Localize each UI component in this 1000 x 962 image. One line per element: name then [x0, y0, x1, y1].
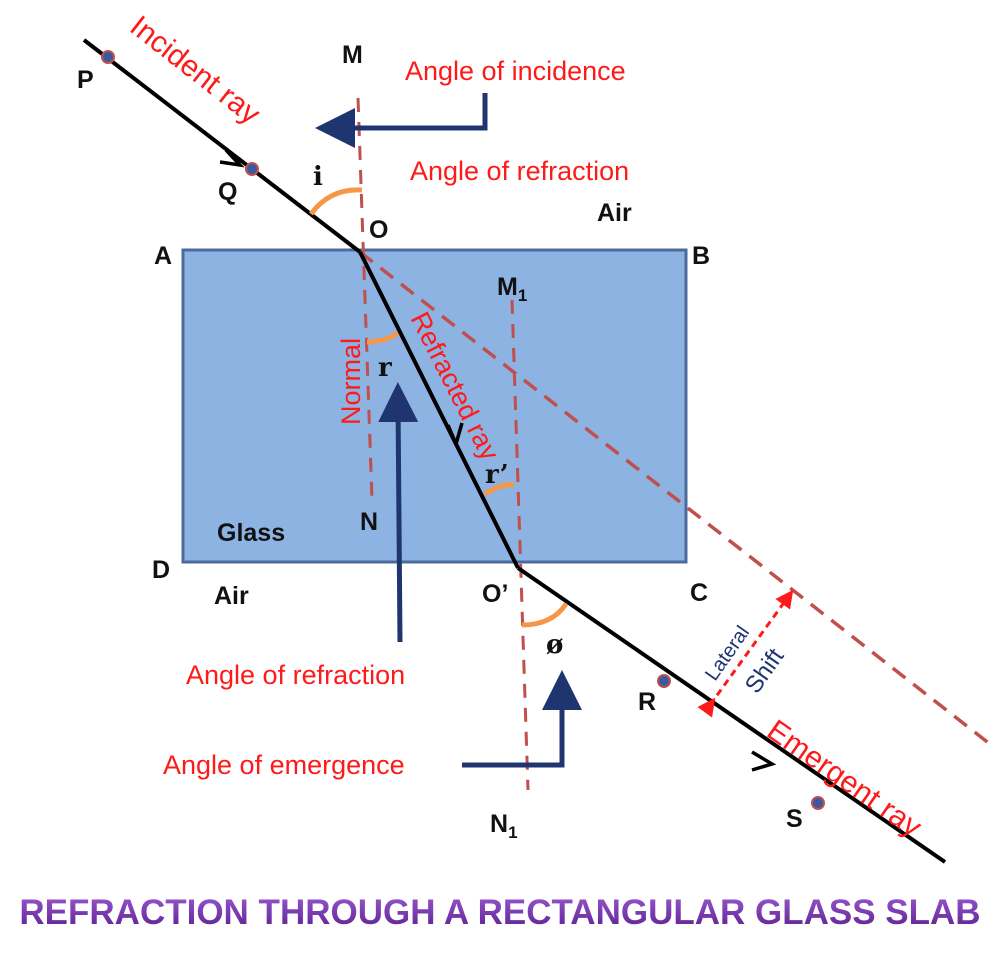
incident-ray: [82, 38, 362, 254]
label-N: N: [360, 508, 378, 536]
normal-line-MN: [356, 97, 374, 501]
point-S-dot: [811, 796, 825, 810]
label-N1: N1: [490, 810, 518, 842]
label-D: D: [152, 556, 170, 584]
incident-ray-label: Incident ray: [124, 10, 267, 131]
angle-r-prime-arc: [483, 482, 515, 497]
normal-label: Normal: [336, 338, 366, 425]
medium-air-top: Air: [597, 199, 632, 227]
label-O-prime: O’: [482, 580, 508, 608]
angle-of-emergence-label: Angle of emergence: [163, 750, 405, 780]
angle-incidence-pointer: [315, 93, 488, 148]
medium-air-bottom: Air: [214, 582, 249, 610]
label-M1: M1: [497, 273, 527, 305]
label-B: B: [692, 242, 710, 270]
label-Q: Q: [218, 178, 237, 206]
emergent-direction-arrow: [751, 750, 777, 772]
refracted-ray: [358, 251, 520, 569]
angle-e-label: ø: [546, 630, 563, 660]
label-M: M: [342, 41, 363, 69]
angle-r-label: r: [378, 353, 392, 383]
label-P: P: [77, 66, 94, 94]
angle-e-arc: [521, 602, 569, 628]
point-dots: [101, 50, 825, 810]
point-R-dot: [657, 674, 671, 688]
point-Q-dot: [245, 162, 259, 176]
refracted-direction-arrow: [446, 422, 464, 450]
normal-line-M1N1: [510, 299, 530, 791]
angle-r-prime-label: r’: [485, 460, 509, 490]
angle-refraction-pointer: [378, 382, 419, 643]
angle-emergence-pointer: [462, 670, 582, 768]
diagram-title: REFRACTION THROUGH A RECTANGULAR GLASS S…: [19, 893, 980, 932]
angle-r-arc: [366, 330, 400, 345]
point-P-dot: [101, 50, 115, 64]
angle-of-refraction-bottom-label: Angle of refraction: [186, 660, 405, 690]
label-S: S: [786, 805, 803, 833]
incident-ray-extension: [358, 250, 997, 750]
incident-direction-arrow: [219, 148, 245, 168]
angle-i-label: i: [313, 162, 323, 192]
angle-of-incidence-label: Angle of incidence: [405, 56, 626, 86]
angle-of-refraction-top-label: Angle of refraction: [410, 156, 629, 186]
lateral-shift-arrow: [697, 589, 794, 718]
label-A: A: [154, 242, 172, 270]
label-C: C: [690, 579, 708, 607]
label-R: R: [638, 688, 656, 716]
medium-glass: Glass: [217, 519, 285, 547]
label-O: O: [369, 216, 388, 244]
angle-i-arc: [308, 187, 363, 216]
glass-slab: [181, 248, 688, 564]
